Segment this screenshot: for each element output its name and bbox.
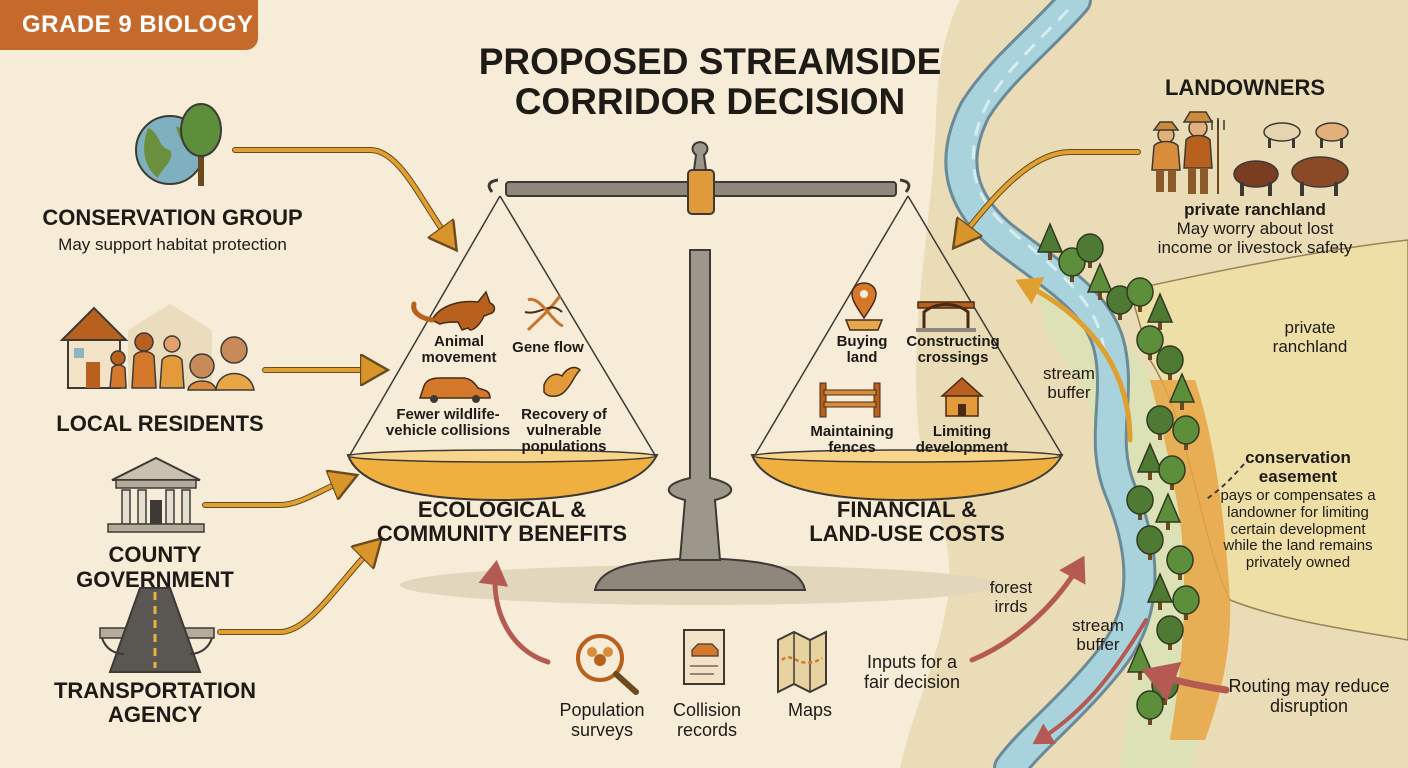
benefits-title: ECOLOGICAL & COMMUNITY BENEFITS bbox=[376, 497, 628, 547]
tree-icon bbox=[1086, 262, 1114, 300]
house-icon bbox=[940, 376, 984, 417]
landowners-desc: May worry about lost income or livestock… bbox=[1157, 219, 1353, 258]
stakeholder-conservation: CONSERVATION GROUP May support habitat p… bbox=[40, 205, 305, 254]
tree-icon bbox=[1126, 277, 1154, 312]
arrow-downstream bbox=[1032, 618, 1148, 745]
tree-icon bbox=[1158, 455, 1186, 490]
tree-icon bbox=[1036, 222, 1064, 260]
dna-icon bbox=[524, 295, 564, 332]
tree-icon bbox=[1076, 233, 1104, 268]
benefit-recovery: Recovery of vulnerable populations bbox=[521, 406, 607, 456]
arrow-county bbox=[202, 475, 353, 508]
forest-scribble: irrds bbox=[994, 597, 1028, 617]
car-icon bbox=[418, 377, 491, 403]
location-pin-icon bbox=[844, 282, 884, 331]
map-area bbox=[900, 0, 1408, 768]
stakeholder-landowners: LANDOWNERS bbox=[1140, 75, 1350, 101]
cost-fences: Maintaining fences bbox=[810, 423, 894, 457]
farmers-icon bbox=[1151, 111, 1225, 194]
input-collision-records: Collision records bbox=[672, 700, 742, 741]
benefit-gene-flow: Gene flow bbox=[512, 339, 584, 356]
balance-scale bbox=[346, 140, 1064, 605]
benefit-animal-movement: Animal movement bbox=[421, 333, 497, 367]
residents-icon bbox=[59, 304, 255, 391]
benefits-pan bbox=[346, 454, 659, 502]
magnifier-survey-icon bbox=[576, 634, 639, 695]
map-ranchland-label: private ranchland bbox=[1272, 318, 1348, 357]
cost-development: Limiting development bbox=[915, 423, 1009, 457]
tree-icon bbox=[1146, 572, 1174, 610]
tree-icon bbox=[1172, 585, 1200, 620]
landowners-details: private ranchland May worry about lost i… bbox=[1140, 200, 1370, 257]
input-maps: Maps bbox=[787, 700, 832, 720]
easement-callout: conservation easement pays or compensate… bbox=[1218, 448, 1378, 572]
map-stream-buffer-bottom: stream buffer bbox=[1072, 616, 1124, 655]
landowners-name: LANDOWNERS bbox=[1164, 75, 1326, 100]
easement-title: conservation easement bbox=[1245, 448, 1351, 487]
tree-icon bbox=[1166, 545, 1194, 580]
cost-crossings: Constructing crossings bbox=[906, 333, 1000, 367]
stakeholder-transport: TRANSPORTATION AGENCY bbox=[53, 678, 257, 728]
map-forest-label: forest irrds bbox=[976, 578, 1046, 616]
easement-desc: pays or compensates a landowner for limi… bbox=[1220, 487, 1376, 572]
collision-records-icon bbox=[683, 629, 725, 685]
tree-icon bbox=[1156, 345, 1184, 380]
landowners-sub: private ranchland bbox=[1184, 200, 1326, 219]
inputs-label: Inputs for a fair decision bbox=[863, 652, 961, 693]
page-title: PROPOSED STREAMSIDE CORRIDOR DECISION bbox=[478, 41, 942, 122]
tree-icon bbox=[1126, 485, 1154, 520]
tree-icon bbox=[1146, 405, 1174, 440]
conservation-desc: May support habitat protection bbox=[58, 234, 287, 254]
tree-icon bbox=[1136, 442, 1164, 480]
forest-text: forest bbox=[989, 578, 1033, 597]
grade-badge: GRADE 9 BIOLOGY bbox=[0, 0, 258, 50]
road-bridge-icon bbox=[99, 587, 215, 673]
routing-label: Routing may reduce disruption bbox=[1228, 676, 1390, 717]
arrow-inputs-to-benefits bbox=[478, 560, 551, 665]
tree-icon bbox=[1172, 415, 1200, 450]
map-icon bbox=[777, 630, 827, 694]
arrow-inputs-to-map bbox=[969, 555, 1086, 663]
easement-pointer bbox=[1204, 463, 1245, 501]
costs-pan bbox=[750, 454, 1064, 502]
fox-icon bbox=[411, 290, 496, 331]
tree-icon bbox=[1136, 325, 1164, 360]
tree-icon bbox=[1168, 372, 1196, 410]
tree-icon bbox=[1136, 525, 1164, 560]
globe-tree-icon bbox=[135, 103, 222, 186]
input-population-surveys: Population surveys bbox=[559, 700, 645, 741]
arrow-routing bbox=[1141, 661, 1230, 702]
tree-icon bbox=[1156, 615, 1184, 650]
tree-icon bbox=[1146, 292, 1174, 330]
conservation-name: CONSERVATION GROUP bbox=[42, 205, 303, 230]
map-stream-buffer-top: stream buffer bbox=[1043, 364, 1095, 403]
stakeholder-residents: LOCAL RESIDENTS bbox=[56, 411, 264, 436]
bridge-icon bbox=[916, 301, 976, 332]
bird-recovery-icon bbox=[543, 366, 582, 397]
arrow-stream-buffer bbox=[1015, 277, 1133, 443]
stakeholder-county: COUNTY GOVERNMENT bbox=[76, 542, 234, 592]
government-building-icon bbox=[107, 456, 205, 533]
costs-title: FINANCIAL & LAND-USE COSTS bbox=[809, 497, 1005, 547]
cost-buying-land: Buying land bbox=[836, 333, 888, 367]
tree-icon bbox=[1154, 492, 1182, 530]
benefit-collisions: Fewer wildlife-vehicle collisions bbox=[385, 406, 511, 440]
cattle-icon bbox=[1233, 122, 1349, 196]
fence-icon bbox=[819, 382, 881, 418]
